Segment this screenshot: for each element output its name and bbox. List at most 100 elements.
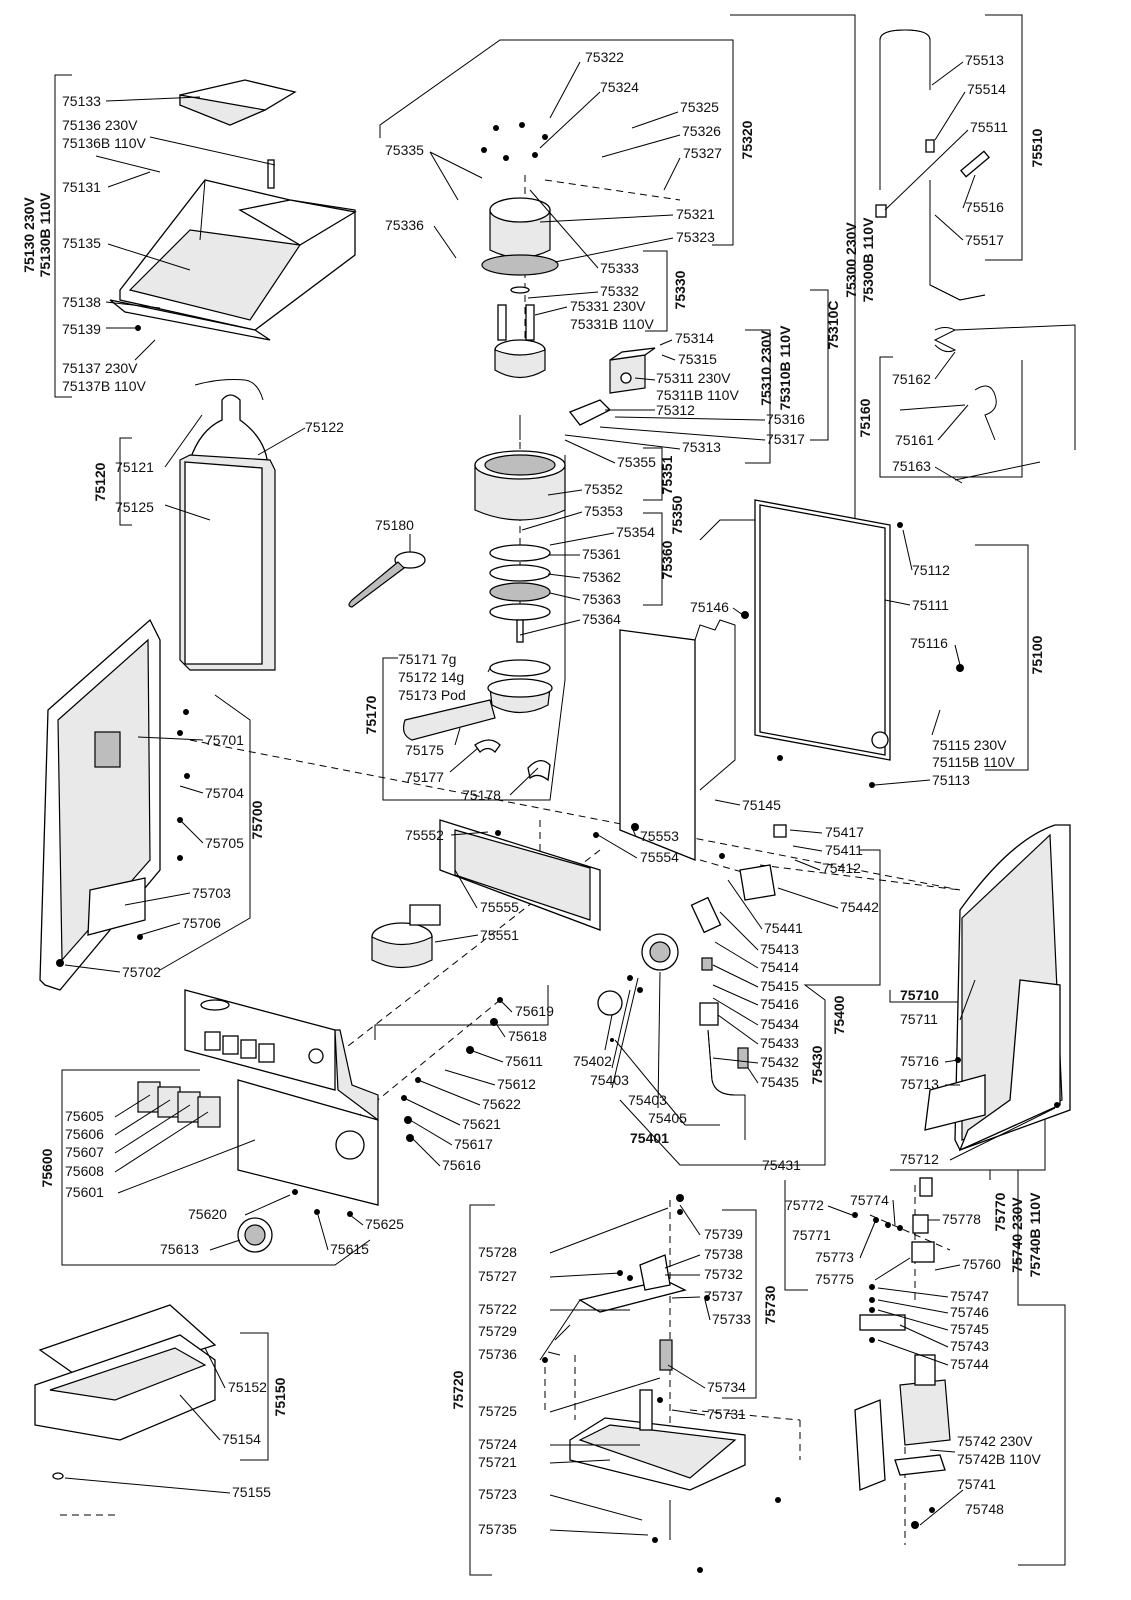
label-75608: 75608 bbox=[65, 1163, 104, 1179]
label-75724: 75724 bbox=[478, 1436, 517, 1452]
label-75135: 75135 bbox=[62, 235, 101, 251]
label-75747: 75747 bbox=[950, 1288, 989, 1304]
label-75622: 75622 bbox=[482, 1096, 521, 1112]
label-75312: 75312 bbox=[656, 402, 695, 418]
label-75155: 75155 bbox=[232, 1484, 271, 1500]
group-75600: 75600 bbox=[39, 1148, 55, 1187]
part-labels: 75133 75136 230V 75136B 110V 75131 75135… bbox=[62, 49, 1041, 1537]
label-75611: 75611 bbox=[505, 1053, 543, 1069]
label-75163: 75163 bbox=[892, 458, 931, 474]
right-side-panel bbox=[924, 824, 1071, 1152]
label-75136: 75136 230V bbox=[62, 117, 138, 133]
brew-chamber bbox=[474, 450, 566, 643]
label-75553: 75553 bbox=[640, 828, 679, 844]
group-75351: 75351 bbox=[659, 455, 675, 494]
top-lid bbox=[179, 79, 297, 126]
group-75100: 75100 bbox=[1029, 635, 1045, 674]
group-75730: 75730 bbox=[762, 1285, 778, 1324]
label-75139: 75139 bbox=[62, 321, 101, 337]
group-75120: 75120 bbox=[92, 462, 108, 501]
pump-bracket bbox=[539, 1254, 746, 1540]
label-75712: 75712 bbox=[900, 1151, 939, 1167]
label-75771: 75771 bbox=[792, 1227, 831, 1243]
label-75517: 75517 bbox=[965, 232, 1004, 248]
label-75325: 75325 bbox=[680, 99, 719, 115]
group-75330: 75330 bbox=[672, 270, 688, 309]
label-75619: 75619 bbox=[515, 1003, 554, 1019]
knob bbox=[237, 1217, 273, 1253]
label-75413: 75413 bbox=[760, 941, 799, 957]
label-75333: 75333 bbox=[600, 260, 639, 276]
label-75745: 75745 bbox=[950, 1321, 989, 1337]
front-control-panel bbox=[184, 989, 379, 1206]
label-75115: 75115 230V bbox=[932, 737, 1007, 753]
label-75704: 75704 bbox=[205, 785, 244, 801]
group-75170: 75170 bbox=[363, 695, 379, 734]
label-75332: 75332 bbox=[600, 283, 639, 299]
spring-parts bbox=[899, 324, 1076, 481]
label-75403a: 75403 bbox=[590, 1072, 629, 1088]
label-75335: 75335 bbox=[385, 142, 424, 158]
group-brackets bbox=[54, 14, 1066, 1576]
label-75728: 75728 bbox=[478, 1244, 517, 1260]
label-75620: 75620 bbox=[188, 1206, 227, 1222]
switches bbox=[137, 1081, 221, 1128]
label-75713: 75713 bbox=[900, 1076, 939, 1092]
label-75615: 75615 bbox=[330, 1241, 369, 1257]
label-75125: 75125 bbox=[115, 499, 154, 515]
label-75736: 75736 bbox=[478, 1346, 517, 1362]
label-75511: 75511 bbox=[970, 119, 1008, 135]
label-75431: 75431 bbox=[762, 1157, 801, 1173]
label-75122: 75122 bbox=[305, 419, 344, 435]
group-75310C: 75310C bbox=[825, 300, 841, 349]
label-75739: 75739 bbox=[704, 1226, 743, 1242]
label-75606: 75606 bbox=[65, 1126, 104, 1142]
label-75625: 75625 bbox=[365, 1216, 404, 1232]
label-75316: 75316 bbox=[766, 411, 805, 427]
label-75433: 75433 bbox=[760, 1035, 799, 1051]
label-75152: 75152 bbox=[228, 1379, 267, 1395]
label-75361: 75361 bbox=[582, 546, 621, 562]
label-75315: 75315 bbox=[678, 351, 717, 367]
scoop bbox=[348, 551, 426, 608]
label-75131: 75131 bbox=[62, 179, 101, 195]
label-75137B: 75137B 110V bbox=[62, 378, 146, 394]
label-75612: 75612 bbox=[497, 1076, 536, 1092]
label-75772: 75772 bbox=[785, 1197, 824, 1213]
label-75121: 75121 bbox=[115, 459, 154, 475]
group-75310: 75310 230V bbox=[758, 330, 774, 406]
inner-panel bbox=[619, 619, 736, 861]
label-75416: 75416 bbox=[760, 996, 799, 1012]
group-75350: 75350 bbox=[669, 495, 685, 534]
label-75327: 75327 bbox=[683, 145, 722, 161]
label-75162: 75162 bbox=[892, 371, 931, 387]
group-75300: 75300 230V bbox=[843, 222, 859, 298]
label-75322: 75322 bbox=[585, 49, 624, 65]
label-75742B: 75742B 110V bbox=[957, 1451, 1041, 1467]
label-75321: 75321 bbox=[676, 206, 715, 222]
group-75360: 75360 bbox=[659, 540, 675, 579]
group-75320: 75320 bbox=[739, 120, 755, 159]
group-75770: 75770 bbox=[992, 1192, 1008, 1231]
label-75607: 75607 bbox=[65, 1144, 104, 1160]
group-75710: 75710 bbox=[900, 987, 939, 1003]
support-bracket bbox=[371, 819, 601, 969]
label-75734: 75734 bbox=[707, 1379, 746, 1395]
label-75618: 75618 bbox=[508, 1028, 547, 1044]
group-75160: 75160 bbox=[857, 398, 873, 437]
label-75760: 75760 bbox=[962, 1256, 1001, 1272]
label-75136B: 75136B 110V bbox=[62, 135, 146, 151]
label-75415: 75415 bbox=[760, 978, 799, 994]
back-panel bbox=[754, 499, 891, 761]
label-75705: 75705 bbox=[205, 835, 244, 851]
label-75737: 75737 bbox=[704, 1288, 743, 1304]
label-75402: 75402 bbox=[573, 1053, 612, 1069]
label-75516: 75516 bbox=[965, 199, 1004, 215]
group-labels: 75130 230V 75130B 110V 75120 75700 75320… bbox=[21, 120, 1045, 1416]
label-75178: 75178 bbox=[462, 787, 501, 803]
group-75401: 75401 bbox=[630, 1130, 669, 1146]
label-75701: 75701 bbox=[205, 732, 244, 748]
label-75773: 75773 bbox=[815, 1249, 854, 1265]
label-75353: 75353 bbox=[584, 503, 623, 519]
label-75311B: 75311B 110V bbox=[656, 387, 739, 403]
